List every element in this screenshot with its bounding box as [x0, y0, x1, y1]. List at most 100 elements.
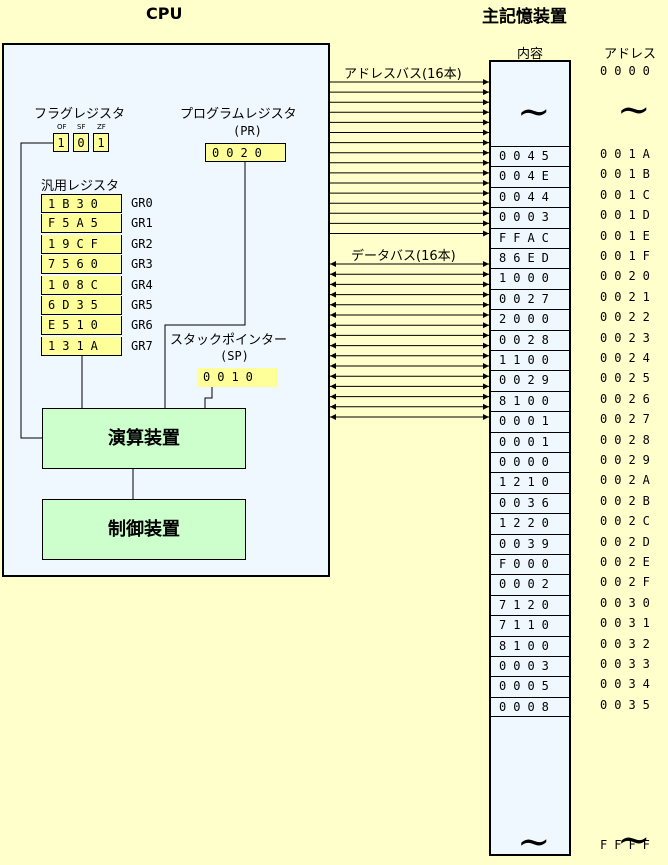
omission-mark-icon: ~ [617, 87, 651, 133]
memory-cell: 0002 [491, 574, 569, 594]
flag-register-label: フラグレジスタ [34, 107, 126, 122]
memory-address-header: アドレス [604, 47, 657, 62]
memory-address: 001C [600, 187, 657, 202]
program-register-label: プログラムレジスタ [180, 107, 297, 122]
memory-cell: 0003 [491, 656, 569, 676]
gr-name: GR3 [131, 257, 153, 272]
memory-cell: 0001 [491, 411, 569, 431]
memory-cell: 0003 [491, 207, 569, 227]
flag-of-label: OF [57, 123, 67, 131]
omission-mark-icon: ~ [617, 817, 651, 863]
control-unit: 制御装置 [42, 499, 246, 560]
memory-cell: 8100 [491, 390, 569, 411]
memory-cell: 0039 [491, 533, 569, 554]
memory-cell: 004E [491, 166, 569, 186]
cpu-title: CPU [146, 4, 183, 23]
alu-unit: 演算装置 [42, 408, 246, 469]
memory-cell: 2000 [491, 309, 569, 329]
memory-cell: 0001 [491, 431, 569, 452]
memory-address: 002F [600, 575, 657, 590]
memory-cell: 1210 [491, 472, 569, 492]
stack-pointer-abbr: (SP) [220, 349, 249, 363]
memory-address: 0026 [600, 391, 657, 406]
memory-cell: 1100 [491, 350, 569, 370]
memory-cell: 0028 [491, 329, 569, 350]
memory-address: 002C [600, 514, 657, 529]
memory-address: 0022 [600, 310, 657, 325]
memory-address: 0032 [600, 636, 657, 651]
memory-address: 001A [600, 147, 657, 161]
memory-address: 0035 [600, 697, 657, 712]
memory-address: 0028 [600, 432, 657, 447]
memory-address: 0025 [600, 371, 657, 386]
memory-address: 0029 [600, 453, 657, 467]
memory-address: 001B [600, 167, 657, 182]
general-registers-label: 汎用レジスタ [41, 179, 120, 194]
memory-address: 002E [600, 555, 657, 569]
memory-address: 002D [600, 534, 657, 549]
memory-cell: F000 [491, 554, 569, 574]
gr-value: 6D35 [41, 296, 122, 315]
flag-sf-label: SF [77, 123, 86, 131]
memory-address: 001D [600, 208, 657, 223]
memory-cell: 0029 [491, 370, 569, 390]
gr-value: 108C [41, 275, 122, 295]
memory-address: 001F [600, 249, 657, 263]
gr-name: GR0 [131, 196, 153, 210]
flag-zf-bit: 1 [93, 133, 109, 152]
memory-address: 002A [600, 473, 657, 488]
gr-value: 131A [41, 336, 122, 356]
stack-pointer-value: 0010 [197, 368, 278, 387]
gr-name: GR7 [131, 338, 153, 353]
memory-cell: 0036 [491, 492, 569, 513]
memory-cell: 0000 [491, 452, 569, 472]
memory-content-header: 内容 [517, 47, 544, 62]
memory-address: 0030 [600, 595, 657, 610]
memory-cell: 7110 [491, 615, 569, 635]
memory-cell: 0005 [491, 676, 569, 696]
address-bus-label: アドレスバス(16本) [344, 67, 462, 82]
memory-address: 0023 [600, 330, 657, 345]
memory-address: 0020 [600, 269, 657, 284]
memory-cell: 0044 [491, 186, 569, 207]
omission-mark-icon: ~ [517, 89, 551, 135]
memory-cell: 1000 [491, 268, 569, 288]
flag-sf-bit: 0 [73, 133, 89, 152]
memory-address: 0024 [600, 351, 657, 365]
omission-mark-icon: ~ [517, 819, 551, 865]
memory-address: 0021 [600, 289, 657, 304]
memory-address: 0034 [600, 677, 657, 692]
memory-cell: 7120 [491, 594, 569, 615]
gr-name: GR5 [131, 298, 153, 312]
flag-zf-label: ZF [97, 123, 106, 131]
memory-address: 0033 [600, 657, 657, 671]
program-register-abbr: (PR) [233, 124, 262, 138]
program-register-value: 0020 [205, 143, 286, 162]
memory-cell: 0045 [491, 146, 569, 166]
gr-name: GR1 [131, 216, 153, 231]
gr-value: E510 [41, 316, 122, 336]
gr-value: 19CF [41, 234, 122, 254]
gr-name: GR4 [131, 277, 153, 292]
memory-cell: FFAC [491, 227, 569, 248]
memory-title: 主記憶装置 [482, 7, 567, 27]
memory-cell: 86ED [491, 248, 569, 268]
gr-value: F5A5 [41, 214, 122, 234]
gr-value: 7560 [41, 255, 122, 275]
stack-pointer-label: スタックポインター [170, 333, 288, 348]
gr-value: 1B30 [41, 194, 122, 213]
memory-cell: 0027 [491, 288, 569, 309]
memory-address: 001E [600, 228, 657, 243]
memory-cell: 0008 [491, 696, 569, 717]
gr-name: GR6 [131, 318, 153, 333]
memory-address: 002B [600, 493, 657, 508]
bottom-address: FFFF [600, 838, 657, 852]
flag-of-bit: 1 [53, 133, 69, 152]
memory-address: 0031 [600, 616, 657, 631]
gr-name: GR2 [131, 236, 153, 251]
data-bus-label: データバス(16本) [351, 249, 456, 264]
memory-address: 0027 [600, 412, 657, 427]
